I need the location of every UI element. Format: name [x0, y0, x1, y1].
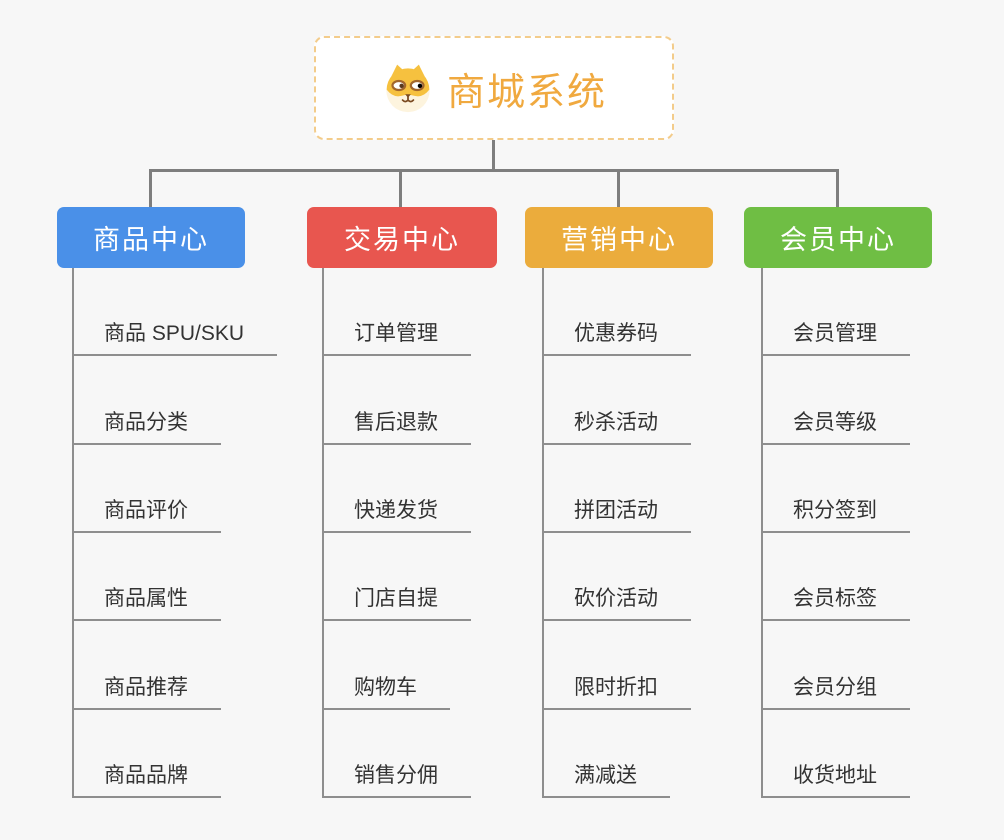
- connector-trunk: [492, 140, 495, 170]
- leaf-item[interactable]: 会员管理: [763, 322, 910, 357]
- leaf-row: 商品评价: [74, 445, 277, 533]
- branch-node-product-center[interactable]: 商品中心: [57, 207, 245, 268]
- leaf-item[interactable]: 积分签到: [763, 499, 910, 533]
- leaf-item[interactable]: 拼团活动: [544, 499, 691, 533]
- leaf-row: 购物车: [324, 621, 471, 710]
- branch-node-marketing-center[interactable]: 营销中心: [525, 207, 713, 268]
- leaf-row: 收货地址: [763, 710, 910, 798]
- leaf-row: 会员等级: [763, 356, 910, 445]
- leaf-row: 订单管理: [324, 268, 471, 357]
- branch-label: 营销中心: [561, 225, 677, 255]
- leaf-item[interactable]: 优惠券码: [544, 322, 691, 357]
- leaf-row: 会员分组: [763, 621, 910, 710]
- leaf-row: 商品推荐: [74, 621, 277, 710]
- leaf-item[interactable]: 售后退款: [324, 411, 471, 445]
- branch-label: 会员中心: [780, 225, 896, 255]
- branch-node-trade-center[interactable]: 交易中心: [307, 207, 497, 268]
- leaf-row: 销售分佣: [324, 710, 471, 798]
- connector-drop: [149, 169, 152, 208]
- leaf-item[interactable]: 商品属性: [74, 587, 221, 622]
- leaf-row: 门店自提: [324, 533, 471, 622]
- root-node[interactable]: 商城系统: [314, 36, 674, 140]
- root-title: 商城系统: [446, 71, 607, 114]
- leaf-item[interactable]: 门店自提: [324, 587, 471, 622]
- leaf-row: 快递发货: [324, 445, 471, 533]
- leaf-row: 砍价活动: [544, 533, 691, 622]
- leaf-item[interactable]: 商品 SPU/SKU: [74, 322, 278, 357]
- branch-label: 交易中心: [344, 225, 460, 255]
- leaf-item[interactable]: 订单管理: [324, 322, 471, 357]
- leaf-row: 满减送: [544, 710, 691, 798]
- leaf-item[interactable]: 会员标签: [763, 587, 910, 622]
- leaf-row: 秒杀活动: [544, 356, 691, 445]
- branch-node-member-center[interactable]: 会员中心: [744, 207, 932, 268]
- branch-children-column: 商品 SPU/SKU 商品分类 商品评价 商品属性 商品推荐 商品品牌: [72, 268, 278, 798]
- dog-face-icon: [386, 64, 430, 113]
- leaf-item[interactable]: 快递发货: [324, 499, 471, 533]
- leaf-item[interactable]: 砍价活动: [544, 587, 691, 622]
- leaf-row: 商品属性: [74, 533, 277, 622]
- leaf-item[interactable]: 商品推荐: [74, 676, 221, 710]
- leaf-item[interactable]: 满减送: [544, 764, 670, 798]
- leaf-row: 售后退款: [324, 356, 471, 445]
- leaf-row: 商品品牌: [74, 710, 277, 798]
- leaf-row: 商品 SPU/SKU: [74, 268, 278, 357]
- leaf-item[interactable]: 商品分类: [74, 411, 221, 445]
- connector-drop: [836, 169, 839, 208]
- leaf-item[interactable]: 收货地址: [763, 764, 910, 798]
- leaf-item[interactable]: 限时折扣: [544, 676, 691, 710]
- leaf-item[interactable]: 销售分佣: [324, 764, 471, 798]
- connector-drop: [399, 169, 402, 208]
- leaf-row: 限时折扣: [544, 621, 691, 710]
- leaf-item[interactable]: 商品品牌: [74, 764, 221, 798]
- leaf-item[interactable]: 商品评价: [74, 499, 221, 533]
- leaf-row: 商品分类: [74, 356, 277, 445]
- leaf-row: 优惠券码: [544, 268, 691, 357]
- leaf-row: 积分签到: [763, 445, 910, 533]
- branch-children-column: 订单管理 售后退款 快递发货 门店自提 购物车 销售分佣: [322, 268, 471, 798]
- leaf-row: 拼团活动: [544, 445, 691, 533]
- leaf-row: 会员管理: [763, 268, 910, 357]
- branch-children-column: 会员管理 会员等级 积分签到 会员标签 会员分组 收货地址: [761, 268, 910, 798]
- branch-children-column: 优惠券码 秒杀活动 拼团活动 砍价活动 限时折扣 满减送: [542, 268, 691, 798]
- leaf-item[interactable]: 秒杀活动: [544, 411, 691, 445]
- connector-drop: [617, 169, 620, 208]
- leaf-item[interactable]: 会员等级: [763, 411, 910, 445]
- branch-label: 商品中心: [93, 225, 209, 255]
- leaf-item[interactable]: 购物车: [324, 676, 450, 710]
- connector-horizontal: [149, 169, 839, 172]
- leaf-item[interactable]: 会员分组: [763, 676, 910, 710]
- leaf-row: 会员标签: [763, 533, 910, 622]
